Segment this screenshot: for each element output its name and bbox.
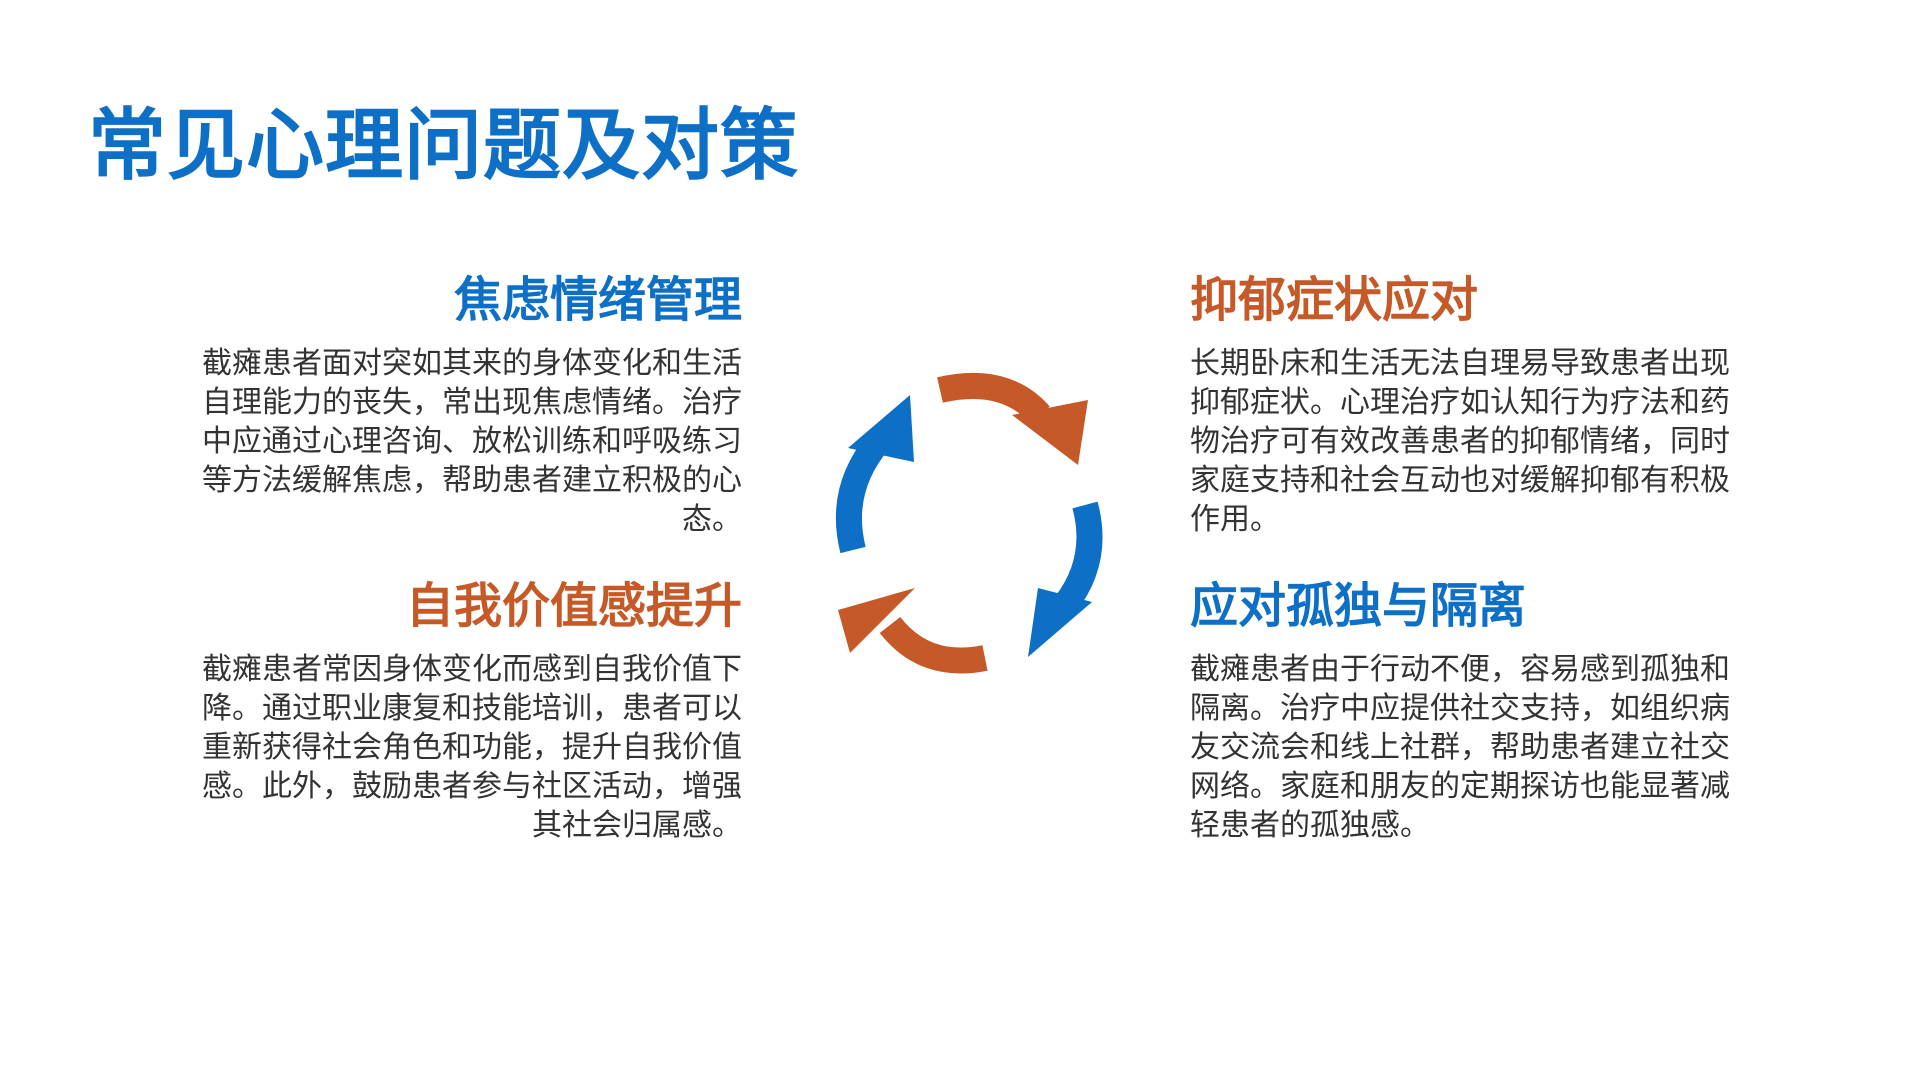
cycle-arrows-icon xyxy=(835,372,1103,674)
arrow-right-blue-icon xyxy=(1028,501,1103,657)
section-heading-isolation: 应对孤独与隔离 xyxy=(1190,578,1527,634)
section-self-worth: 自我价值感提升 截瘫患者常因身体变化而感到自我价值下降。通过职业康复和技能培训，… xyxy=(182,578,742,845)
arrow-top-orange-icon xyxy=(937,372,1088,465)
section-heading-self-worth: 自我价值感提升 xyxy=(405,578,742,634)
arrow-left-blue-icon xyxy=(835,395,914,554)
section-body-anxiety: 截瘫患者面对突如其来的身体变化和生活自理能力的丧失，常出现焦虑情绪。治疗中应通过… xyxy=(202,345,742,537)
section-heading-depression: 抑郁症状应对 xyxy=(1190,272,1479,328)
section-body-self-worth: 截瘫患者常因身体变化而感到自我价值下降。通过职业康复和技能培训，患者可以重新获得… xyxy=(202,651,742,843)
section-body-depression: 长期卧床和生活无法自理易导致患者出现抑郁症状。心理治疗如认知行为疗法和药物治疗可… xyxy=(1190,345,1730,537)
section-body-isolation: 截瘫患者由于行动不便，容易感到孤独和隔离。治疗中应提供社交支持，如组织病友交流会… xyxy=(1190,651,1730,843)
section-depression: 抑郁症状应对 长期卧床和生活无法自理易导致患者出现抑郁症状。心理治疗如认知行为疗… xyxy=(1190,272,1750,539)
section-heading-anxiety: 焦虑情绪管理 xyxy=(453,272,742,328)
page-title: 常见心理问题及对策 xyxy=(88,101,800,191)
section-anxiety: 焦虑情绪管理 截瘫患者面对突如其来的身体变化和生活自理能力的丧失，常出现焦虑情绪… xyxy=(182,272,742,539)
section-isolation: 应对孤独与隔离 截瘫患者由于行动不便，容易感到孤独和隔离。治疗中应提供社交支持，… xyxy=(1190,578,1750,845)
arrow-bottom-orange-icon xyxy=(838,588,988,674)
